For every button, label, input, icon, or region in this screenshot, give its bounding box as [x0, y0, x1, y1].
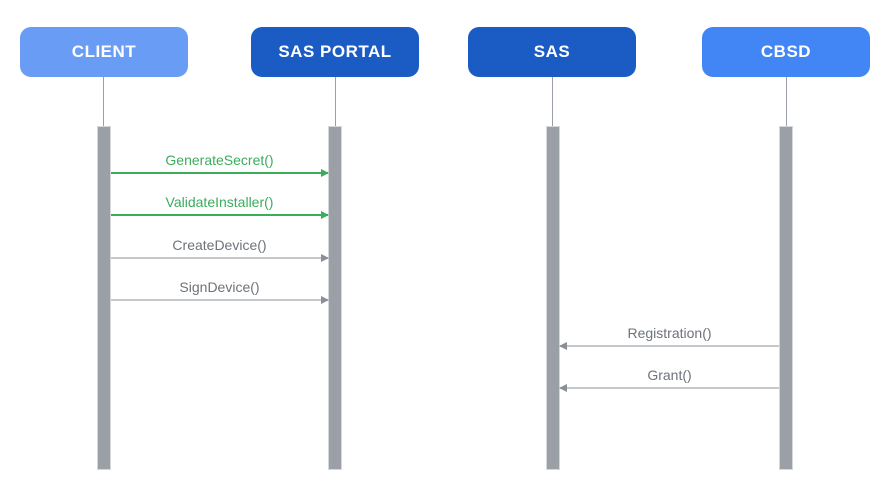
message-arrow — [111, 169, 329, 177]
arrowhead-right-icon — [321, 254, 329, 262]
activation-bar-sas — [546, 126, 560, 470]
arrowhead-right-icon — [321, 296, 329, 304]
message-create-device: CreateDevice() — [111, 235, 329, 262]
actor-box-cbsd: CBSD — [702, 27, 870, 77]
message-label: Registration() — [627, 325, 712, 341]
activation-bar-sas-portal — [328, 126, 342, 470]
message-label: SignDevice() — [179, 279, 260, 295]
actor-box-sas-portal: SAS PORTAL — [251, 27, 419, 77]
message-sign-device: SignDevice() — [111, 277, 329, 304]
message-arrow — [111, 211, 329, 219]
actor-label-sas-portal: SAS PORTAL — [278, 42, 392, 61]
arrowhead-right-icon — [321, 169, 329, 177]
lifeline-sas-portal — [335, 77, 336, 126]
lifeline-cbsd — [786, 77, 787, 126]
actor-label-sas: SAS — [533, 42, 571, 61]
message-generate-secret: GenerateSecret() — [111, 150, 329, 177]
actor-label-cbsd: CBSD — [760, 42, 812, 61]
actor-box-client: CLIENT — [20, 27, 188, 77]
message-grant: Grant() — [559, 365, 779, 392]
arrowhead-left-icon — [559, 342, 567, 350]
message-label: ValidateInstaller() — [165, 194, 274, 210]
message-label: GenerateSecret() — [165, 152, 274, 168]
lifeline-client — [103, 77, 104, 126]
message-validate-installer: ValidateInstaller() — [111, 192, 329, 219]
actor-label-client: CLIENT — [71, 42, 137, 61]
activation-bar-client — [97, 126, 111, 470]
message-arrow — [559, 384, 779, 392]
message-arrow — [111, 296, 329, 304]
message-registration: Registration() — [559, 323, 779, 350]
arrowhead-right-icon — [321, 211, 329, 219]
message-label: Grant() — [647, 367, 692, 383]
lifeline-sas — [552, 77, 553, 126]
arrowhead-left-icon — [559, 384, 567, 392]
message-label: CreateDevice() — [172, 237, 267, 253]
message-arrow — [559, 342, 779, 350]
message-arrow — [111, 254, 329, 262]
activation-bar-cbsd — [779, 126, 793, 470]
actor-box-sas: SAS — [468, 27, 636, 77]
